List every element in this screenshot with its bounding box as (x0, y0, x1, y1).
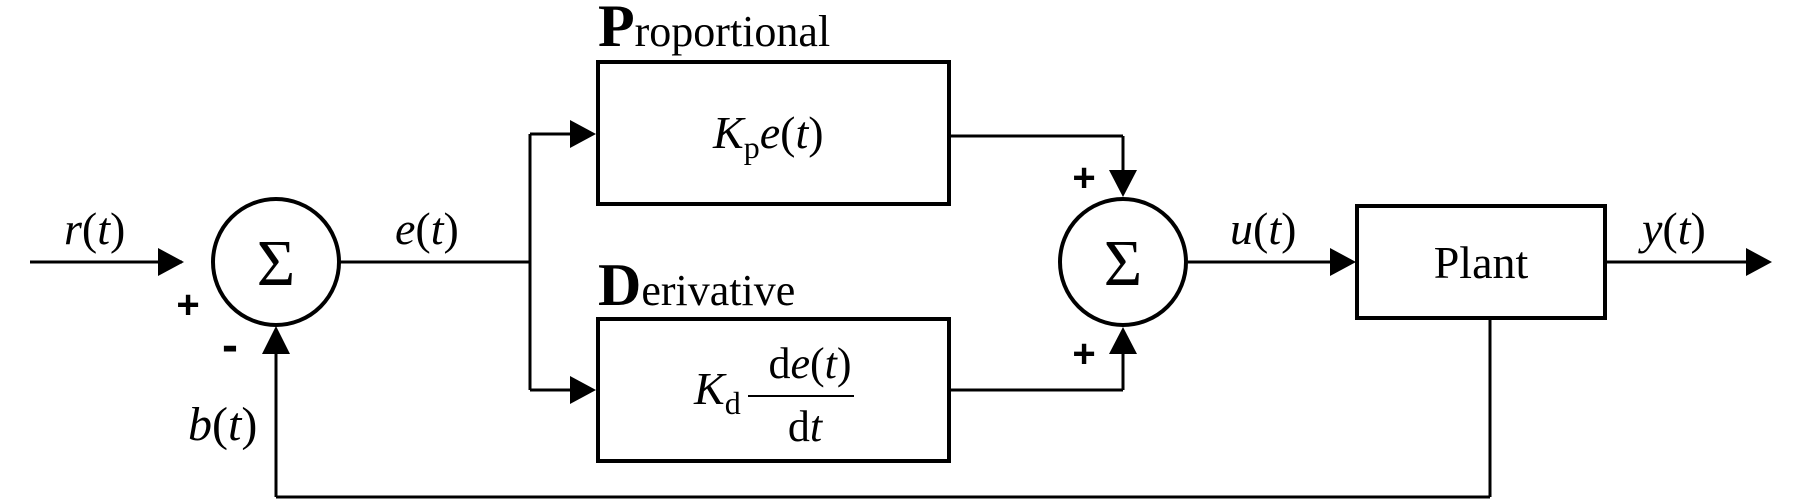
sum2-symbol: Σ (1104, 227, 1142, 300)
summing-junction-1: Σ (211, 197, 341, 327)
sum2-plus-top-sign: + (1072, 156, 1095, 200)
kd-denominator: dt (788, 402, 824, 451)
signal-u-close: ) (1281, 203, 1296, 254)
proportional-expression: Kpe(t) (712, 107, 824, 165)
signal-b-name: b (188, 398, 212, 451)
sum1-symbol: Σ (257, 227, 295, 300)
signal-b: b(t) (188, 398, 257, 451)
signal-y-arg: t (1678, 203, 1692, 254)
proportional-title: Proportional (598, 0, 830, 59)
signal-b-open: ( (212, 398, 228, 451)
derivative-title: Derivative (598, 252, 795, 318)
signal-e-arg: t (431, 203, 445, 254)
signal-b-close: ) (241, 398, 257, 451)
signal-u-open: ( (1253, 203, 1268, 254)
kd-denominator-t: t (810, 402, 824, 451)
kd-denominator-d: d (788, 402, 810, 451)
derivative-expression: Kd de(t) dt (693, 339, 854, 451)
signal-r-arg: t (97, 203, 111, 254)
derivative-block (596, 317, 951, 463)
arrow-into-plant (1330, 248, 1356, 276)
kd-subscript: d (725, 385, 741, 421)
kd-numerator-e: e (790, 339, 810, 388)
signal-r-open: ( (82, 203, 97, 254)
kd-numerator-d: d (768, 339, 790, 388)
signal-e: e(t) (395, 203, 459, 254)
signal-y-open: ( (1662, 203, 1677, 254)
proportional-title-initial: P (598, 0, 635, 59)
signal-e-open: ( (415, 203, 430, 254)
kp-term: e (760, 107, 780, 158)
sum1-plus-sign: + (176, 283, 199, 327)
signal-u-arg: t (1268, 203, 1282, 254)
kd-numerator: de(t) (768, 339, 851, 388)
proportional-block (596, 60, 951, 206)
signal-y: y(t) (1638, 203, 1706, 254)
arrow-into-sum2-bottom (1109, 327, 1137, 354)
kd-numerator-t: t (825, 339, 839, 388)
signal-u-name: u (1230, 203, 1253, 254)
sum1-minus-sign: - (222, 319, 238, 372)
arrow-into-sum1-feedback (262, 326, 290, 354)
signal-r: r(t) (64, 203, 125, 254)
arrow-into-sum2-top (1109, 170, 1137, 197)
signal-b-arg: t (228, 398, 243, 451)
kd-numerator-close: ) (837, 339, 852, 388)
signal-r-name: r (64, 203, 83, 254)
plant-block (1355, 204, 1607, 320)
summing-junction-2: Σ (1058, 197, 1188, 327)
signal-y-close: ) (1691, 203, 1706, 254)
arrow-output-y (1746, 248, 1772, 276)
signal-u: u(t) (1230, 203, 1296, 254)
kd-numerator-open: ( (810, 339, 825, 388)
arrow-into-proportional (570, 120, 596, 148)
derivative-title-initial: D (598, 252, 641, 318)
signal-r-close: ) (110, 203, 125, 254)
kd-gain: Kd (693, 363, 741, 421)
signal-y-name: y (1638, 203, 1663, 254)
arrow-into-derivative (570, 376, 596, 404)
arrow-into-sum1 (158, 248, 184, 276)
kd-symbol: K (693, 363, 727, 414)
proportional-title-rest: roportional (635, 7, 831, 56)
kp-open: ( (780, 107, 795, 158)
kp-arg: t (795, 107, 809, 158)
plant-label: Plant (1434, 237, 1529, 288)
kp-close: ) (808, 107, 823, 158)
kp-symbol: K (712, 107, 746, 158)
derivative-title-rest: erivative (641, 266, 795, 315)
signal-e-name: e (395, 203, 415, 254)
signal-e-close: ) (444, 203, 459, 254)
sum2-plus-bottom-sign: + (1072, 332, 1095, 376)
kp-subscript: p (744, 129, 760, 165)
